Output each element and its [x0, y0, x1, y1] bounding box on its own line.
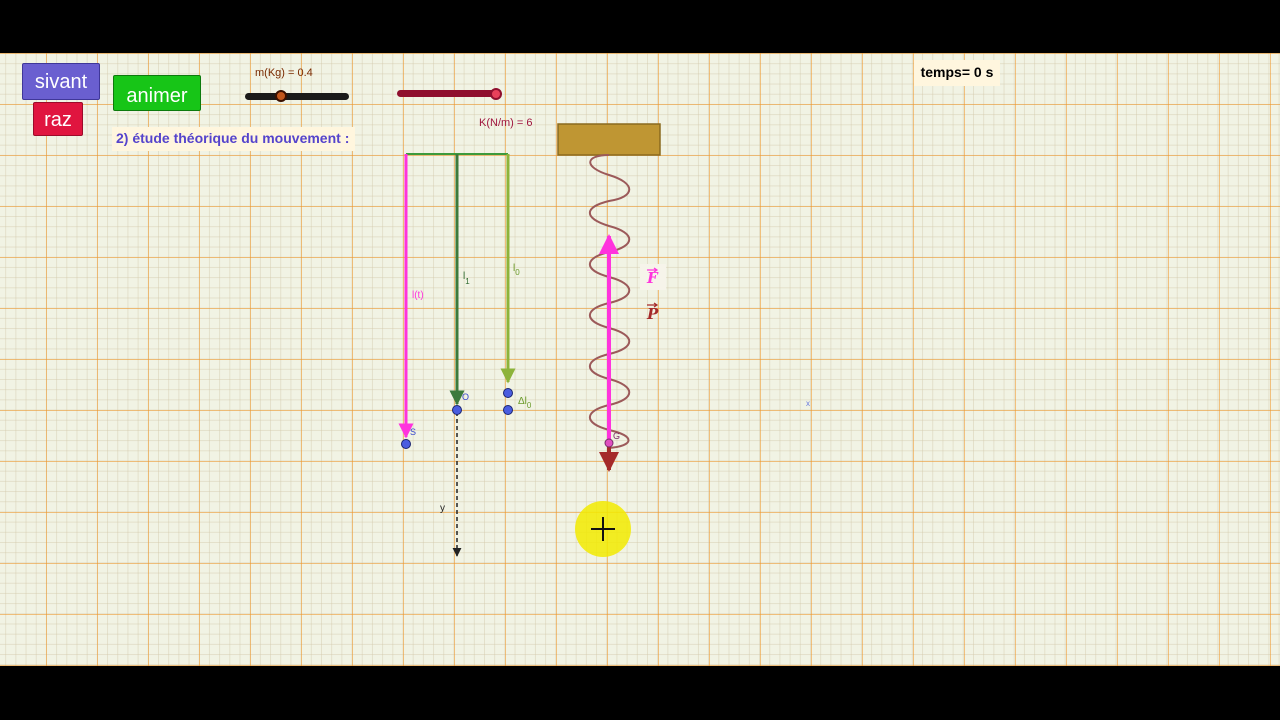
- point-s[interactable]: [401, 439, 411, 449]
- label-f: F: [646, 269, 659, 287]
- delta-l0-top-point[interactable]: [503, 388, 513, 398]
- stiffness-slider-label: K(N/m) = 6: [479, 117, 533, 129]
- label-delta-l0: Δl0: [518, 396, 532, 410]
- mass-slider-label: m(Kg) = 0.4: [255, 67, 313, 79]
- label-lt: l(t): [412, 290, 424, 301]
- animer-button[interactable]: animer: [113, 75, 201, 111]
- stiffness-slider-track[interactable]: [397, 90, 497, 97]
- label-s: S: [410, 427, 416, 437]
- mass-slider-handle[interactable]: [275, 90, 287, 102]
- mass-slider-track[interactable]: [245, 93, 349, 100]
- crosshair-cursor-icon: [591, 517, 615, 541]
- raz-button[interactable]: raz: [33, 102, 83, 136]
- label-f-background: [640, 264, 666, 290]
- label-f-arrow: [647, 267, 659, 273]
- label-p: P: [646, 305, 659, 323]
- delta-l0-bottom-point[interactable]: [503, 405, 513, 415]
- spring-support: [557, 123, 661, 156]
- label-o: O: [462, 392, 469, 402]
- time-display: temps= 0 s: [914, 60, 1000, 86]
- stiffness-slider-handle[interactable]: [490, 88, 502, 100]
- label-l1: l1: [463, 271, 470, 286]
- section-title: 2) étude théorique du mouvement :: [112, 127, 356, 151]
- sivant-button[interactable]: sivant: [22, 63, 100, 100]
- point-o[interactable]: [452, 405, 462, 415]
- point-g[interactable]: [604, 438, 614, 448]
- label-y: y: [440, 503, 445, 514]
- label-g: G: [613, 431, 620, 441]
- label-x: x: [806, 399, 810, 408]
- label-p-arrow: [647, 302, 659, 308]
- label-l0: l0: [513, 263, 520, 277]
